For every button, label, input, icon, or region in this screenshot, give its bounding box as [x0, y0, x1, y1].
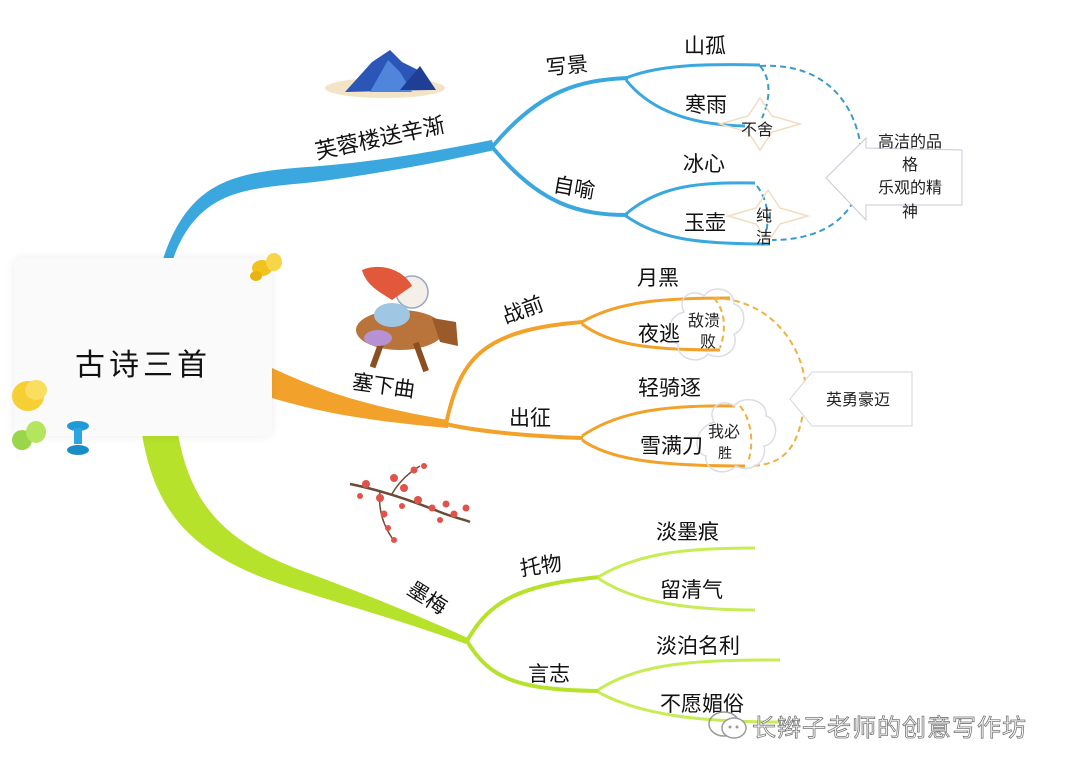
leaf-label-shangu[interactable]: 山孤: [684, 34, 726, 58]
summary-gaojie: 高洁的品 格 乐观的精 神: [862, 130, 958, 223]
plum-blossom-icon: [349, 463, 471, 543]
leaf-label-yuehei[interactable]: 月黑: [637, 266, 679, 290]
branch-blue: [162, 63, 963, 262]
leaf-label-liuqingqi[interactable]: 留清气: [660, 578, 723, 602]
wechat-logo-icon: [708, 711, 747, 739]
summary-line: 乐观的精: [877, 178, 942, 198]
leaf-label-yuhu[interactable]: 玉壶: [684, 211, 726, 235]
leaf-label-danboMingli[interactable]: 淡泊名利: [656, 634, 740, 658]
yellow-pushpin-icon: [12, 380, 47, 411]
leaf-label-xuemandao[interactable]: 雪满刀: [640, 434, 703, 458]
callout-dikuibai-line2: 败: [700, 332, 717, 351]
central-topic-card[interactable]: 古诗三首: [14, 258, 272, 436]
sub-branch-label-chuzheng[interactable]: 出征: [509, 406, 551, 430]
branch-green: [142, 434, 781, 724]
yellow-pushpin-icon: [250, 253, 282, 281]
leaf-label-yetao[interactable]: 夜逃: [638, 322, 680, 346]
summary-line: 神: [901, 201, 918, 221]
sub-branch-label-yanzhi[interactable]: 言志: [528, 662, 570, 686]
callout-wobisheng-line2: 胜: [718, 446, 732, 462]
branch-orange: [272, 288, 913, 473]
watermark-text: 长辫子老师的创意写作坊: [752, 714, 1027, 743]
central-topic-title: 古诗三首: [75, 348, 211, 383]
callout-dikuibai-line1: 敌溃: [688, 311, 721, 330]
leaf-label-hanyu[interactable]: 寒雨: [685, 93, 727, 117]
green-pushpin-icon: [12, 421, 46, 450]
leaf-label-qingqizhu[interactable]: 轻骑逐: [638, 376, 701, 400]
summary-yingyong: 英勇豪迈: [825, 390, 890, 409]
horse-rider-icon: [356, 266, 458, 373]
callout-chunjie-line1: 纯: [756, 206, 773, 225]
leaf-label-buyuanmeisu[interactable]: 不愿媚俗: [660, 692, 744, 716]
mountain-landscape-icon: [325, 50, 445, 98]
summary-line: 高洁的品: [877, 132, 942, 151]
summary-line: 格: [901, 155, 918, 175]
callout-wobisheng-line1: 我必: [708, 422, 741, 441]
sub-branch-label-tuowu[interactable]: 托物: [518, 551, 564, 581]
sub-branch-label-xiejing[interactable]: 写景: [544, 51, 590, 81]
callout-bushe: 不舍: [741, 120, 774, 139]
leaf-label-bingxin[interactable]: 冰心: [683, 152, 725, 176]
callout-chunjie-line2: 洁: [756, 228, 773, 247]
blue-pushpin-icon: [67, 421, 89, 455]
push-pins-decoration: [12, 253, 282, 455]
leaf-label-danmohen[interactable]: 淡墨痕: [656, 520, 719, 544]
